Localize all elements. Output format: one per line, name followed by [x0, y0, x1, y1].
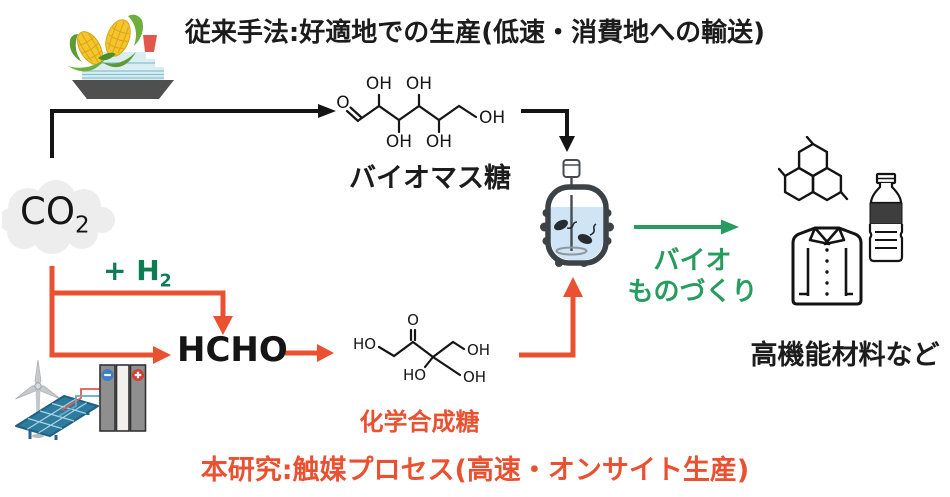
co2-formula: CO — [20, 190, 75, 233]
ship-hull — [72, 80, 174, 99]
atom-oh: OH — [426, 132, 452, 152]
synthetic-sugar-structure: HO O HO OH OH — [353, 311, 490, 386]
collar-right — [823, 226, 846, 246]
co2-label: CO2 — [20, 193, 90, 237]
atom-oh: OH — [406, 74, 432, 94]
reactor-vessel — [545, 184, 609, 266]
h2-prefix: + H — [103, 254, 160, 287]
corn-ship-icon — [68, 14, 174, 99]
electrolyzer-icon — [99, 364, 147, 432]
arrow-co2-h2-to-hcho-top — [49, 266, 233, 335]
materials-label: 高機能材料など — [750, 340, 940, 371]
microbe-icon — [554, 219, 578, 231]
arrowhead-right-orange — [317, 344, 334, 362]
polymer-icon — [778, 136, 849, 202]
atom-oh: OH — [463, 368, 486, 386]
biomass-sugar-structure: O OH OH OH OH OH — [336, 74, 505, 152]
ship-funnel — [143, 35, 157, 52]
microbe-icon — [577, 223, 597, 245]
bottle-icon — [868, 172, 904, 263]
hcho-label: HCHO — [177, 330, 288, 370]
arrowhead-down-black — [559, 136, 575, 152]
shirt-icon — [791, 226, 863, 306]
arrowhead-right-black — [318, 104, 336, 118]
arrowhead-down-orange — [213, 316, 233, 335]
bioreactor-icon — [540, 159, 614, 267]
arrow-co2-to-biomass-sugar — [50, 104, 336, 158]
bio-manufacturing-label: バイオ ものづくり — [620, 246, 765, 308]
h2-label: + H2 — [103, 257, 172, 291]
bio-mfg-line1: バイオ — [653, 246, 732, 276]
reactor-liquid — [551, 207, 603, 260]
synthetic-sugar-label: 化学合成糖 — [359, 408, 480, 436]
bio-mfg-line2: ものづくり — [627, 277, 758, 307]
h2-subscript: 2 — [159, 271, 172, 292]
atom-oh: OH — [386, 132, 412, 152]
biomass-sugar-label: バイオマス糖 — [349, 163, 511, 194]
corn-icon — [68, 14, 143, 72]
wires — [58, 388, 100, 417]
impeller — [555, 246, 588, 256]
co2-subscript: 2 — [74, 212, 90, 239]
atom-oh: OH — [479, 108, 505, 128]
solar-panel-icon — [15, 395, 99, 440]
atom-ho: HO — [403, 366, 426, 384]
conventional-method-title: 従来手法:好適地での生産(低速・消費地への輸送) — [184, 18, 766, 48]
arrowhead-right-orange — [153, 346, 171, 364]
arrow-hcho-to-synthetic-sugar — [285, 344, 334, 362]
research-process-title: 本研究:触媒プロセス(高速・オンサイト生産) — [200, 455, 750, 486]
arrow-synthetic-sugar-to-bioreactor — [519, 277, 583, 358]
arrow-co2-to-hcho — [49, 293, 171, 364]
arrowhead-up-orange — [563, 277, 583, 297]
stirrer-motor — [562, 159, 581, 178]
buttons — [825, 248, 829, 296]
arrow-bioreactor-to-materials — [634, 219, 739, 235]
atom-oh: OH — [467, 341, 490, 359]
renewable-energy-icons — [15, 359, 147, 440]
collar-left — [808, 226, 831, 246]
atom-o: O — [407, 311, 419, 329]
atom-ho: HO — [353, 335, 376, 353]
co2-cloud-shape — [2, 180, 115, 254]
atom-oh: OH — [366, 74, 392, 94]
arrow-biomass-sugar-to-bioreactor — [521, 109, 575, 152]
atom-o: O — [336, 93, 349, 113]
arrowhead-right-green — [721, 219, 739, 235]
